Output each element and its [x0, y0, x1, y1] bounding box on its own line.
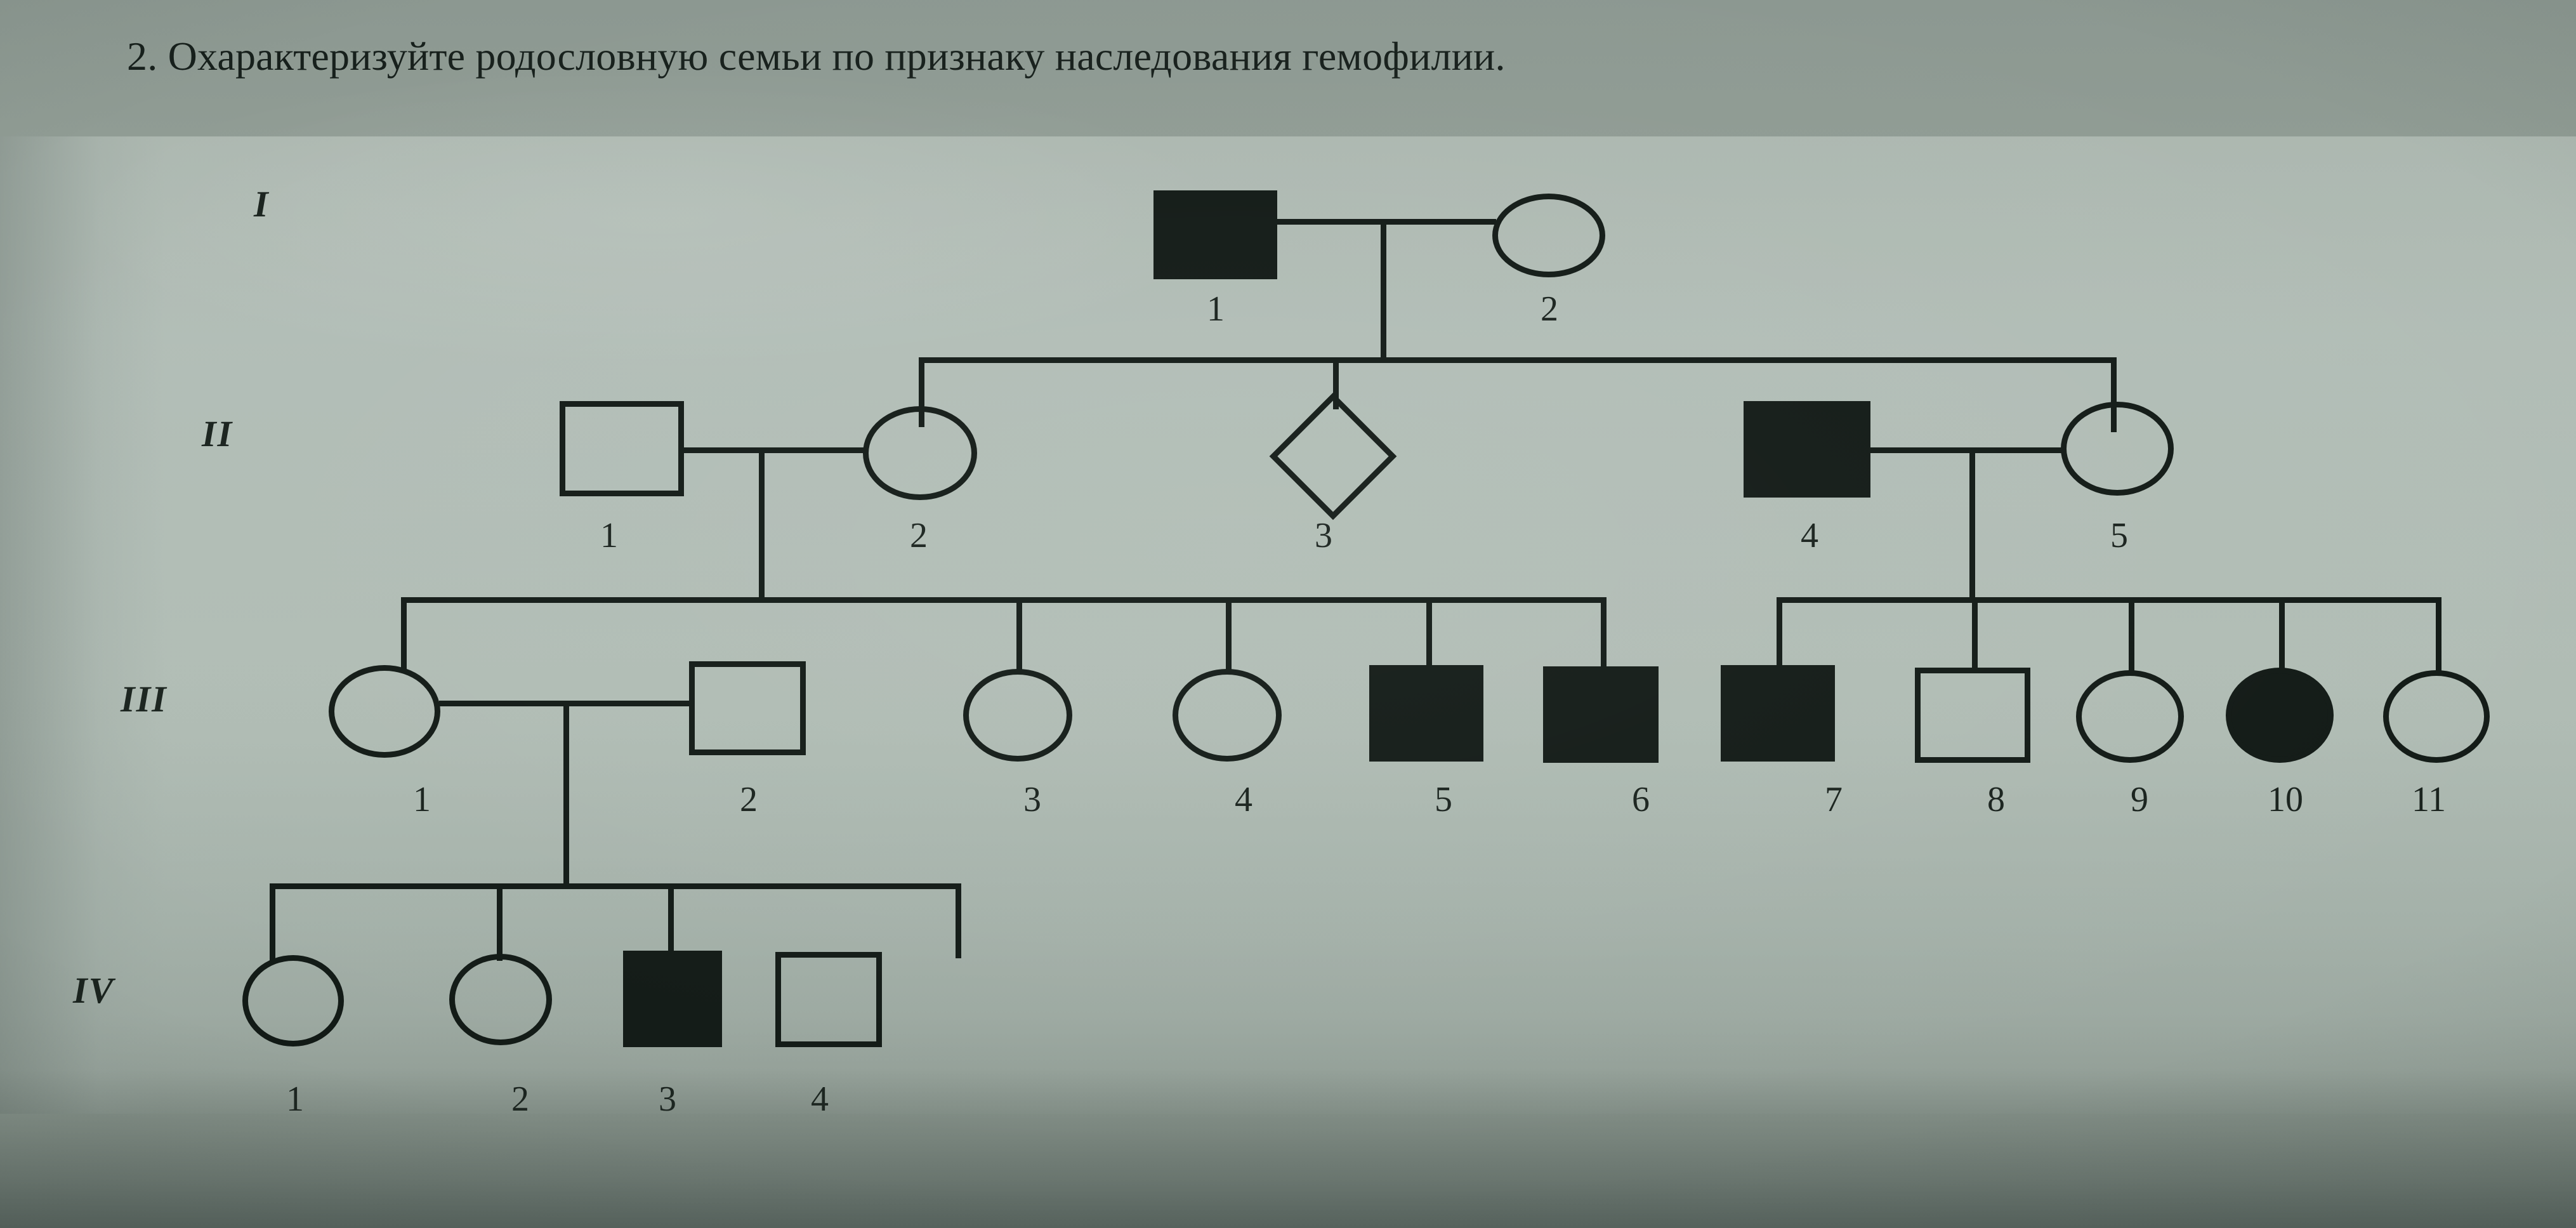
id-label-III-4: 4 — [1235, 780, 1252, 819]
descent-line-II4-II5 — [1969, 447, 1975, 600]
id-label-III-7: 7 — [1825, 780, 1843, 819]
drop-line-II-2 — [919, 357, 924, 427]
drop-line-III-11 — [2436, 597, 2441, 673]
drop-line-III-7 — [1777, 597, 1782, 668]
individual-III-11[interactable] — [2383, 670, 2490, 763]
id-label-III-10: 10 — [2268, 780, 2303, 819]
individual-III-7[interactable] — [1721, 665, 1835, 762]
individual-II-1[interactable] — [560, 401, 684, 496]
id-label-III-5: 5 — [1435, 780, 1452, 819]
descent-line-generation-I — [1381, 219, 1386, 362]
paper-highlight-band — [0, 136, 2576, 1114]
drop-line-III-5 — [1426, 597, 1432, 668]
individual-II-5[interactable] — [2061, 402, 2174, 496]
id-label-III-3: 3 — [1023, 780, 1041, 819]
drop-line-III-9 — [2129, 597, 2134, 673]
mating-line-II1-II2 — [681, 447, 867, 453]
drop-line-III-6 — [1601, 597, 1607, 670]
individual-I-1[interactable] — [1153, 190, 1277, 279]
drop-line-IV-1 — [270, 883, 275, 962]
id-label-III-2: 2 — [740, 780, 758, 819]
id-label-I-2: 2 — [1541, 289, 1558, 329]
page-title: 2. Охарактеризуйте родословную семьи по … — [127, 34, 1506, 79]
individual-IV-2[interactable] — [449, 954, 552, 1045]
drop-line-III-8 — [1972, 597, 1978, 672]
mating-line-II4-II5 — [1868, 447, 2065, 453]
individual-IV-4[interactable] — [775, 952, 882, 1047]
drop-line-IV-4 — [956, 883, 961, 958]
individual-IV-1[interactable] — [242, 955, 344, 1046]
drop-line-III-3 — [1016, 597, 1022, 672]
id-label-III-6: 6 — [1632, 780, 1650, 819]
individual-III-8[interactable] — [1915, 668, 2030, 763]
individual-III-10[interactable] — [2226, 668, 2334, 763]
id-label-I-1: 1 — [1207, 289, 1225, 329]
paper-left-shadow — [0, 136, 165, 1114]
generation-label-III: III — [121, 678, 168, 720]
sibship-bar-III-right — [1777, 597, 2441, 603]
id-label-II-2: 2 — [910, 516, 928, 555]
descent-line-III1-III2 — [563, 701, 569, 888]
individual-III-6[interactable] — [1543, 666, 1659, 763]
drop-line-III-10 — [2279, 597, 2285, 672]
id-label-II-5: 5 — [2110, 516, 2128, 555]
individual-I-2[interactable] — [1492, 194, 1605, 277]
descent-line-II1-II2 — [759, 447, 765, 600]
sibship-bar-generation-IV — [270, 883, 961, 889]
drop-line-II-5 — [2111, 357, 2117, 432]
generation-label-II: II — [202, 413, 233, 454]
individual-II-4[interactable] — [1744, 401, 1870, 498]
individual-III-5[interactable] — [1369, 665, 1483, 762]
drop-line-III-4 — [1226, 597, 1232, 672]
generation-label-I: I — [254, 183, 270, 225]
id-label-II-4: 4 — [1801, 516, 1818, 555]
sibship-bar-III-left — [401, 597, 1607, 603]
individual-III-1[interactable] — [329, 665, 440, 758]
drop-line-IV-2 — [497, 883, 503, 961]
id-label-IV-4: 4 — [811, 1079, 829, 1119]
id-label-IV-3: 3 — [659, 1079, 676, 1119]
id-label-III-11: 11 — [2412, 780, 2446, 819]
id-label-III-9: 9 — [2131, 780, 2148, 819]
individual-III-9[interactable] — [2076, 670, 2184, 763]
drop-line-IV-3 — [668, 883, 674, 954]
individual-IV-3[interactable] — [623, 951, 722, 1047]
id-label-IV-1: 1 — [286, 1079, 304, 1119]
individual-II-2[interactable] — [863, 406, 977, 500]
id-label-II-1: 1 — [600, 516, 618, 555]
individual-III-4[interactable] — [1173, 669, 1282, 762]
individual-III-3[interactable] — [963, 669, 1072, 762]
id-label-II-3: 3 — [1315, 516, 1332, 555]
drop-line-II-3 — [1333, 357, 1339, 409]
sibship-bar-generation-II — [919, 357, 2117, 363]
individual-III-2[interactable] — [689, 661, 806, 755]
drop-line-III-1 — [401, 597, 407, 670]
generation-label-IV: IV — [73, 970, 115, 1011]
id-label-III-1: 1 — [413, 780, 431, 819]
id-label-IV-2: 2 — [511, 1079, 529, 1119]
id-label-III-8: 8 — [1987, 780, 2005, 819]
